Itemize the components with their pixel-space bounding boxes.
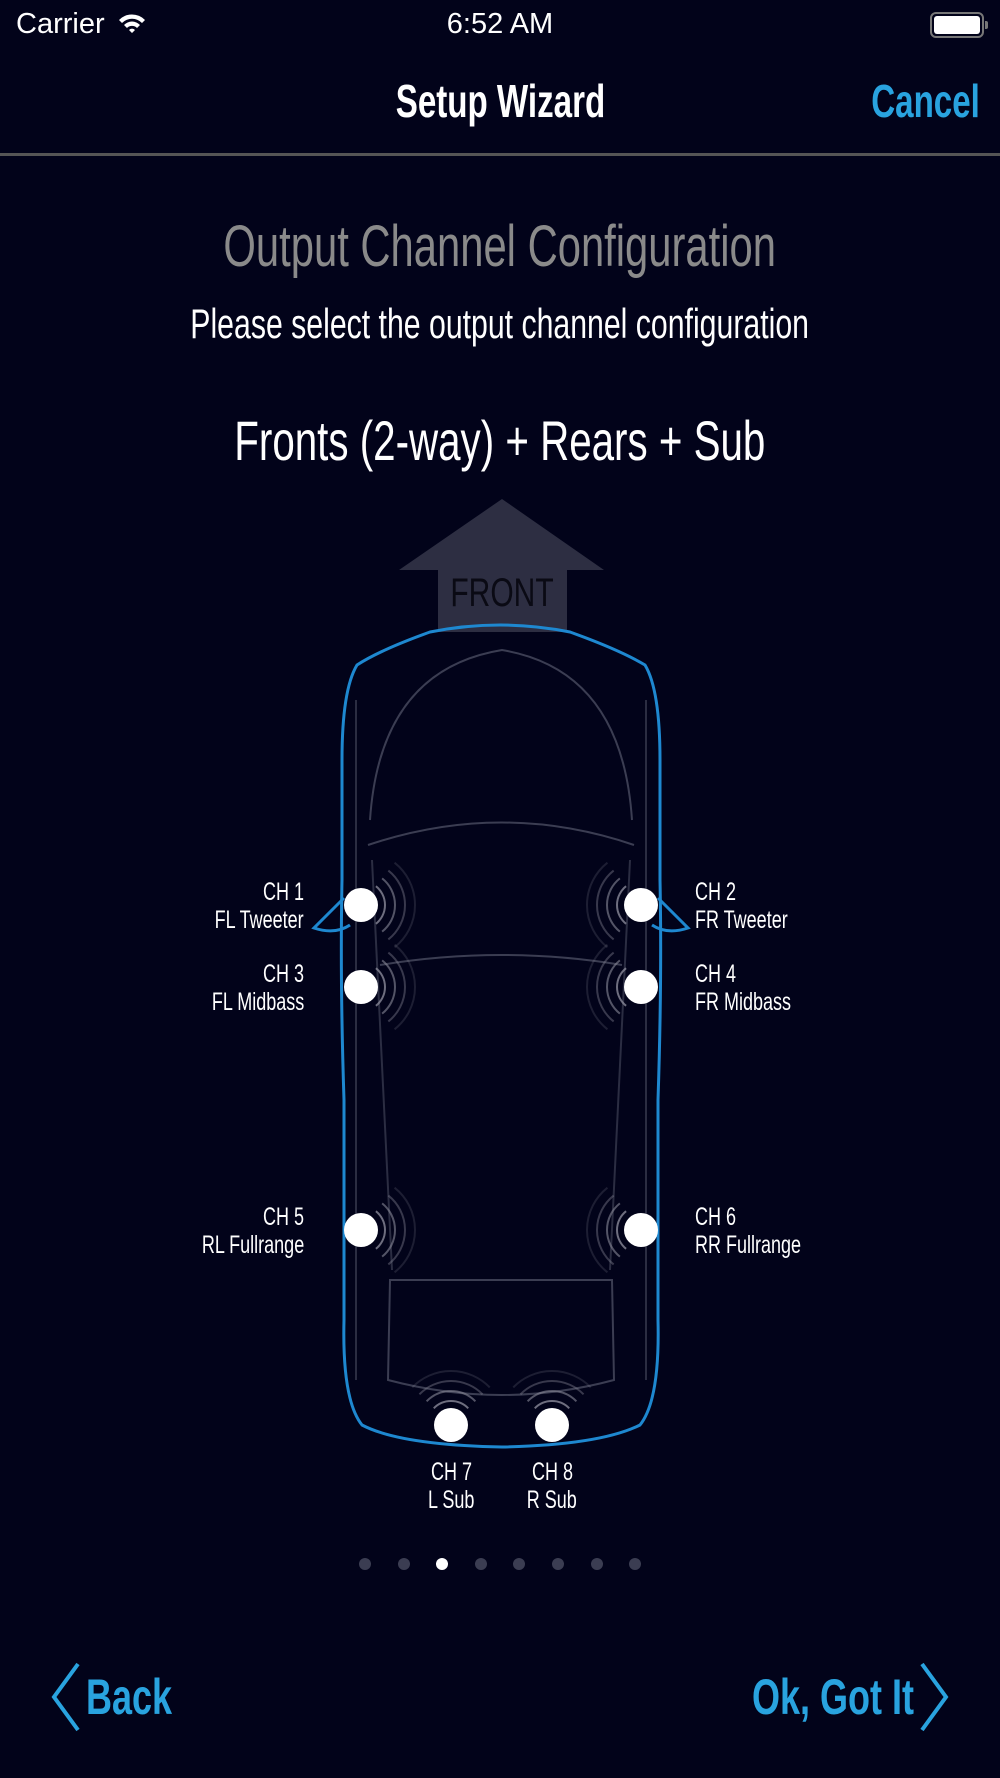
speaker-dot[interactable] (624, 888, 658, 922)
sound-wave (387, 951, 406, 1023)
next-button[interactable]: Ok, Got It (689, 1662, 950, 1732)
sound-wave (381, 959, 396, 1015)
sound-wave (586, 861, 609, 949)
sound-wave (519, 1380, 585, 1396)
page-dot[interactable] (436, 1558, 449, 1570)
sound-wave (616, 967, 627, 1007)
speaker-dot[interactable] (434, 1408, 468, 1442)
sound-wave (433, 1400, 469, 1410)
status-time: 6:52 AM (446, 8, 554, 40)
channel-number: CH 1 (262, 878, 304, 906)
cancel-button[interactable]: Cancel (829, 74, 980, 128)
nav-divider (0, 153, 1000, 156)
sound-wave (381, 877, 396, 933)
speaker-waves (375, 861, 627, 1410)
channel-name: RR Fullrange (695, 1231, 802, 1259)
page-dot[interactable] (474, 1558, 487, 1570)
configuration-text: Fronts (2-way) + Rears + Sub (234, 409, 766, 472)
back-label: Back (86, 1669, 173, 1725)
sound-wave (616, 1210, 627, 1250)
channel-number: CH 6 (695, 1203, 737, 1231)
configuration-title: Fronts (2-way) + Rears + Sub (0, 408, 1000, 473)
speaker-dot[interactable] (344, 1213, 378, 1247)
front-arrow-icon (399, 499, 604, 632)
carrier-label: Carrier (16, 8, 147, 41)
speaker-dot[interactable] (535, 1408, 569, 1442)
page-subtitle: Please select the output channel configu… (0, 300, 1000, 348)
page-dot[interactable] (552, 1558, 564, 1570)
cancel-label: Cancel (871, 75, 980, 127)
sound-wave (596, 869, 615, 941)
page-dot[interactable] (629, 1558, 642, 1570)
page-dot[interactable] (397, 1558, 410, 1570)
sound-wave (393, 943, 416, 1031)
channel-number: CH 5 (262, 1203, 304, 1231)
chevron-left-icon (51, 1662, 80, 1732)
sound-wave (606, 877, 621, 933)
carrier-text: Carrier (16, 8, 105, 40)
car-outline (311, 623, 691, 1449)
sound-wave (596, 951, 615, 1023)
channel-name: L Sub (427, 1486, 475, 1514)
sound-wave (534, 1400, 570, 1410)
battery-icon (930, 12, 988, 38)
channel-name: FR Midbass (695, 988, 792, 1016)
sound-wave (387, 869, 406, 941)
page-heading-text: Output Channel Configuration (223, 214, 777, 279)
sound-wave (411, 1370, 491, 1389)
page-dot[interactable] (359, 1558, 371, 1570)
page-heading: Output Channel Configuration (0, 213, 1000, 280)
sound-wave (616, 885, 627, 925)
sound-wave (375, 885, 386, 925)
speaker-dot[interactable] (624, 1213, 658, 1247)
sound-wave (393, 1186, 416, 1274)
channel-number: CH 2 (695, 878, 737, 906)
channel-number: CH 7 (430, 1458, 472, 1486)
chevron-right-icon (920, 1662, 949, 1732)
speaker-dot[interactable] (344, 888, 378, 922)
speaker-dot[interactable] (624, 970, 658, 1004)
channel-name: FL Midbass (211, 988, 304, 1016)
sound-wave (526, 1390, 578, 1403)
channel-name: R Sub (526, 1486, 578, 1514)
sound-wave (425, 1390, 477, 1403)
channel-name: FL Tweeter (214, 906, 304, 934)
wifi-icon (118, 14, 145, 33)
page-dot[interactable] (513, 1558, 526, 1570)
channel-name: FR Tweeter (695, 906, 788, 934)
sound-wave (418, 1380, 484, 1396)
nav-title-text: Setup Wizard (395, 75, 605, 127)
page-subtitle-text: Please select the output channel configu… (190, 300, 810, 347)
channel-number: CH 4 (695, 960, 737, 988)
page-dot[interactable] (590, 1558, 603, 1570)
sound-wave (586, 1186, 609, 1274)
front-label: FRONT (450, 571, 553, 615)
back-button[interactable]: Back (50, 1662, 206, 1732)
sound-wave (512, 1370, 592, 1389)
sound-wave (375, 1210, 386, 1250)
speaker-dot[interactable] (344, 970, 378, 1004)
sound-wave (596, 1194, 615, 1266)
channel-name: RL Fullrange (201, 1231, 304, 1259)
sound-wave (381, 1202, 396, 1258)
sound-wave (387, 1194, 406, 1266)
sound-wave (586, 943, 609, 1031)
sound-wave (375, 967, 386, 1007)
channel-number: CH 8 (531, 1458, 573, 1486)
nav-title: Setup Wizard (0, 74, 1000, 128)
next-label: Ok, Got It (752, 1669, 914, 1725)
channel-number: CH 3 (262, 960, 304, 988)
sound-wave (606, 1202, 621, 1258)
sound-wave (606, 959, 621, 1015)
sound-wave (393, 861, 416, 949)
